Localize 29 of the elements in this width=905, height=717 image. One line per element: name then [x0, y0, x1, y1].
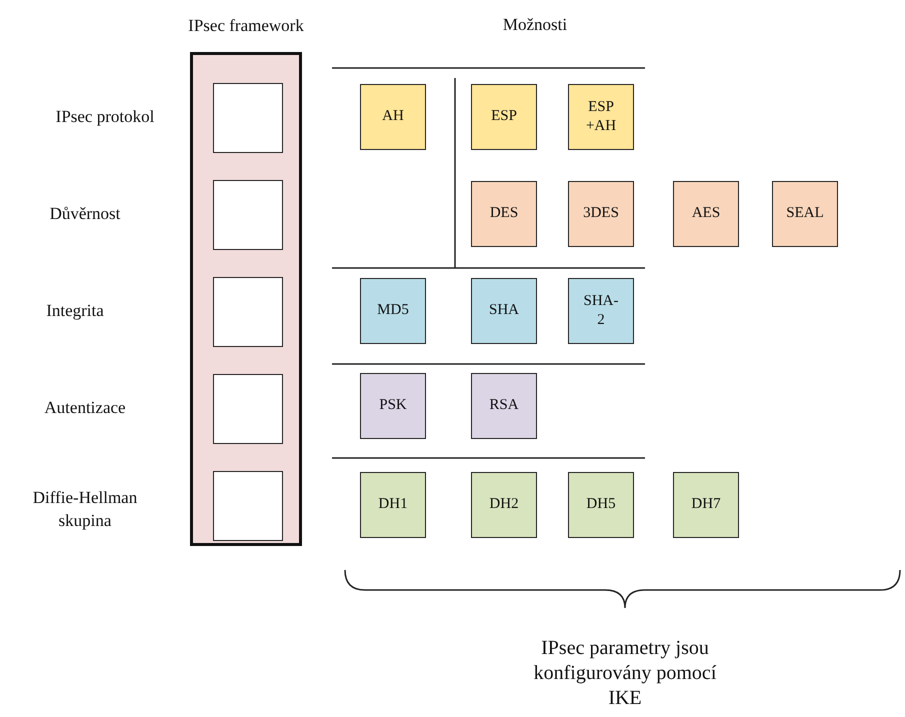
option-box: PSK	[360, 373, 426, 439]
row-label: Autentizace	[43, 397, 127, 419]
option-box: DES	[471, 181, 537, 247]
column-heading: IPsec framework	[187, 16, 305, 36]
caption: IPsec parametry jsou konfigurovány pomocí IKE	[532, 636, 718, 711]
option-box: SEAL	[772, 181, 838, 247]
empty-box	[213, 277, 283, 347]
option-box: AH	[360, 84, 426, 150]
option-box: MD5	[360, 278, 426, 344]
option-box: DH7	[673, 472, 739, 538]
option-box: ESP	[471, 84, 537, 150]
option-box: ESP +AH	[568, 84, 634, 150]
row-label: Diffie-Hellman skupina	[32, 487, 138, 532]
option-box: DH5	[568, 472, 634, 538]
empty-box	[213, 471, 283, 541]
empty-box	[213, 374, 283, 444]
empty-box	[213, 83, 283, 153]
empty-box	[213, 180, 283, 250]
option-box: SHA	[471, 278, 537, 344]
option-box: SHA- 2	[568, 278, 634, 344]
option-box: AES	[673, 181, 739, 247]
option-box: RSA	[471, 373, 537, 439]
row-label: IPsec protokol	[54, 106, 156, 128]
row-label: Integrita	[45, 300, 105, 322]
column-heading: Možnosti	[502, 14, 568, 36]
option-box: DH2	[471, 472, 537, 538]
option-box: 3DES	[568, 181, 634, 247]
row-label: Důvěrnost	[48, 203, 122, 225]
option-box: DH1	[360, 472, 426, 538]
